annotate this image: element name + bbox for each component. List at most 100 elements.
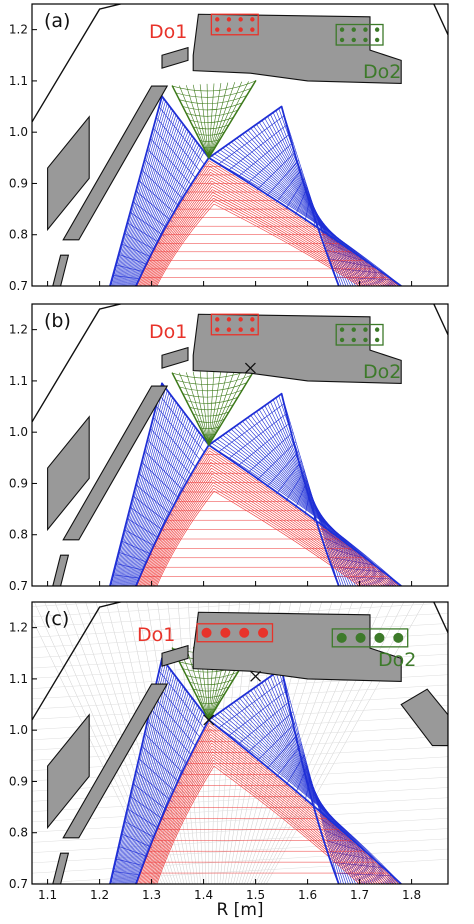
red-line bbox=[210, 462, 386, 586]
blue-line bbox=[275, 169, 302, 203]
wall-tile bbox=[52, 554, 70, 586]
separatrix-leg bbox=[208, 157, 402, 286]
mesh-line bbox=[32, 859, 448, 884]
red-line bbox=[146, 742, 212, 884]
blue-line bbox=[132, 495, 169, 524]
do2-coil bbox=[374, 337, 380, 343]
red-line bbox=[211, 186, 376, 286]
green-line bbox=[208, 83, 215, 158]
blue-line bbox=[227, 412, 288, 460]
outer-boundary bbox=[109, 95, 163, 286]
blue-line bbox=[124, 233, 157, 251]
red-line bbox=[142, 734, 211, 884]
blue-line bbox=[233, 701, 380, 884]
red-line bbox=[138, 725, 210, 884]
red-line bbox=[209, 731, 392, 884]
tick-labels-a: 0.70.80.91.01.11.2 bbox=[9, 23, 413, 293]
red-line bbox=[152, 482, 214, 586]
blue-line bbox=[133, 146, 201, 286]
blue-line bbox=[121, 243, 153, 258]
do1-coil bbox=[226, 27, 232, 32]
blue-line bbox=[124, 821, 157, 839]
red-line bbox=[212, 482, 368, 586]
red-line bbox=[213, 485, 365, 586]
do1-coil bbox=[215, 327, 220, 332]
do1-coil bbox=[220, 627, 231, 638]
blue-line bbox=[242, 421, 373, 586]
y-tick-label: 1.1 bbox=[9, 74, 28, 88]
red-line bbox=[155, 763, 214, 884]
red-line bbox=[140, 169, 211, 286]
blue-line bbox=[141, 462, 181, 501]
y-tick-label: 0.7 bbox=[9, 279, 28, 293]
separatrix-leg bbox=[207, 392, 283, 446]
green-line bbox=[186, 109, 238, 117]
y-tick-label: 1.2 bbox=[9, 23, 28, 37]
panel-b: 0.70.80.91.01.11.2 (b) Do1 Do2 bbox=[9, 303, 449, 593]
wall-tile bbox=[52, 254, 70, 286]
panel-a: 0.70.80.91.01.11.2 (a) Do1 Do2 bbox=[9, 3, 449, 293]
blue-line bbox=[264, 118, 354, 286]
green-line bbox=[208, 370, 215, 446]
do2-coil bbox=[363, 37, 368, 43]
blue-line bbox=[150, 138, 193, 187]
red-line bbox=[153, 197, 214, 286]
do1-coil bbox=[238, 317, 243, 322]
wall-tile bbox=[62, 683, 169, 839]
red-line bbox=[151, 754, 213, 884]
red-line bbox=[208, 160, 399, 286]
y-tick-label: 0.9 bbox=[9, 476, 28, 490]
vessel-outline bbox=[433, 304, 448, 336]
divertor-tile bbox=[161, 644, 189, 667]
do1-coil bbox=[238, 27, 243, 32]
red-line bbox=[143, 737, 212, 884]
red-line bbox=[209, 450, 397, 586]
blue-line bbox=[275, 743, 302, 778]
red-line bbox=[212, 195, 368, 286]
do2-coil bbox=[339, 37, 345, 43]
green-line bbox=[208, 370, 222, 446]
blue-line bbox=[237, 133, 291, 178]
do2-coil bbox=[374, 37, 380, 43]
y-tick-label: 1.2 bbox=[9, 323, 28, 337]
blue-line bbox=[327, 547, 363, 559]
x-tick-label: 1.5 bbox=[246, 888, 265, 902]
red-line bbox=[212, 192, 371, 286]
red-line bbox=[212, 189, 373, 286]
green-line bbox=[186, 671, 238, 679]
blue-line bbox=[266, 733, 299, 770]
blue-line bbox=[124, 529, 157, 548]
do2-coil bbox=[351, 37, 356, 43]
blue-line bbox=[155, 683, 201, 739]
blue-line bbox=[121, 833, 153, 848]
red-line bbox=[138, 450, 210, 586]
do2-box bbox=[335, 323, 384, 346]
do2-box bbox=[335, 23, 384, 46]
red-line bbox=[213, 488, 363, 586]
do1-coil bbox=[250, 27, 255, 32]
y-tick-label: 0.7 bbox=[9, 579, 28, 593]
blue-line bbox=[247, 417, 368, 586]
divertor-plate bbox=[192, 13, 402, 85]
wall-tile bbox=[400, 688, 448, 747]
red-line bbox=[210, 459, 389, 586]
outer-boundary bbox=[280, 106, 340, 286]
x-tick-label: 1.7 bbox=[350, 888, 369, 902]
mesh-line bbox=[32, 817, 448, 843]
do2-coil bbox=[363, 27, 368, 32]
do1-coil bbox=[226, 327, 232, 332]
green-line bbox=[206, 83, 210, 158]
panel-label-a: (a) bbox=[44, 10, 70, 32]
red-line bbox=[210, 464, 384, 586]
red-line bbox=[151, 192, 213, 286]
red-line bbox=[152, 195, 214, 286]
do2-coil bbox=[363, 337, 368, 343]
blue-line bbox=[138, 473, 177, 508]
red-line bbox=[210, 734, 389, 884]
do1-label-c: Do1 bbox=[137, 624, 175, 646]
red-line bbox=[150, 751, 213, 884]
x-tick-label: 1.3 bbox=[142, 888, 161, 902]
red-line bbox=[210, 736, 386, 884]
do2-coil bbox=[355, 632, 366, 643]
mesh-line bbox=[32, 705, 448, 730]
